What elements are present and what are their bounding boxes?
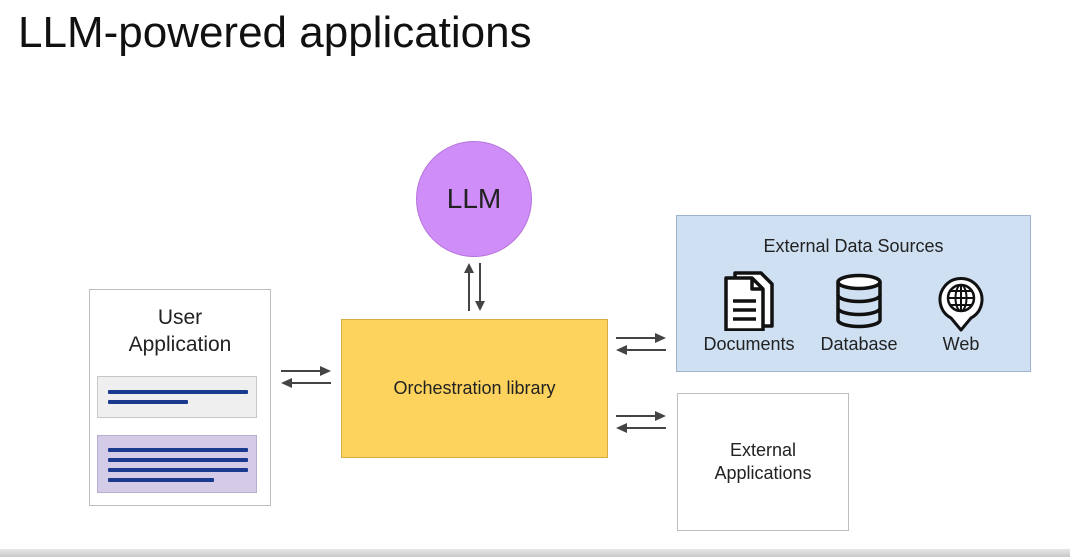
web-globe-icon [938, 277, 984, 332]
orchestration-apps-arrows [616, 411, 666, 433]
page-title: LLM-powered applications [18, 8, 532, 57]
documents-icon [724, 271, 774, 331]
response-message-bubble [97, 435, 257, 493]
web-label: Web [942, 334, 980, 354]
text-line [108, 390, 248, 394]
bottom-edge-bar [0, 549, 1070, 557]
external-data-sources-title: External Data Sources [763, 236, 944, 256]
user-application-box: User Application [89, 289, 271, 506]
text-line [108, 448, 248, 452]
external-applications-label: External Applications [714, 440, 812, 483]
database-icon [836, 273, 882, 329]
text-line [108, 478, 214, 482]
orchestration-library-box: Orchestration library [341, 319, 608, 458]
user-orchestration-arrows [281, 366, 331, 388]
external-applications-box: External Applications [677, 393, 849, 531]
user-application-label: User Application [128, 306, 232, 356]
orchestration-data-arrows [616, 333, 666, 355]
documents-label: Documents [703, 334, 795, 354]
llm-label: LLM [446, 183, 502, 214]
text-line [108, 400, 188, 404]
text-line [108, 468, 248, 472]
external-data-sources-box: External Data Sources Documents Database… [676, 215, 1031, 372]
llm-node: LLM [416, 141, 532, 257]
text-line [108, 458, 248, 462]
orchestration-library-label: Orchestration library [393, 378, 556, 398]
llm-orchestration-arrows [464, 263, 485, 311]
user-message-bubble [97, 376, 257, 418]
database-label: Database [820, 334, 898, 354]
